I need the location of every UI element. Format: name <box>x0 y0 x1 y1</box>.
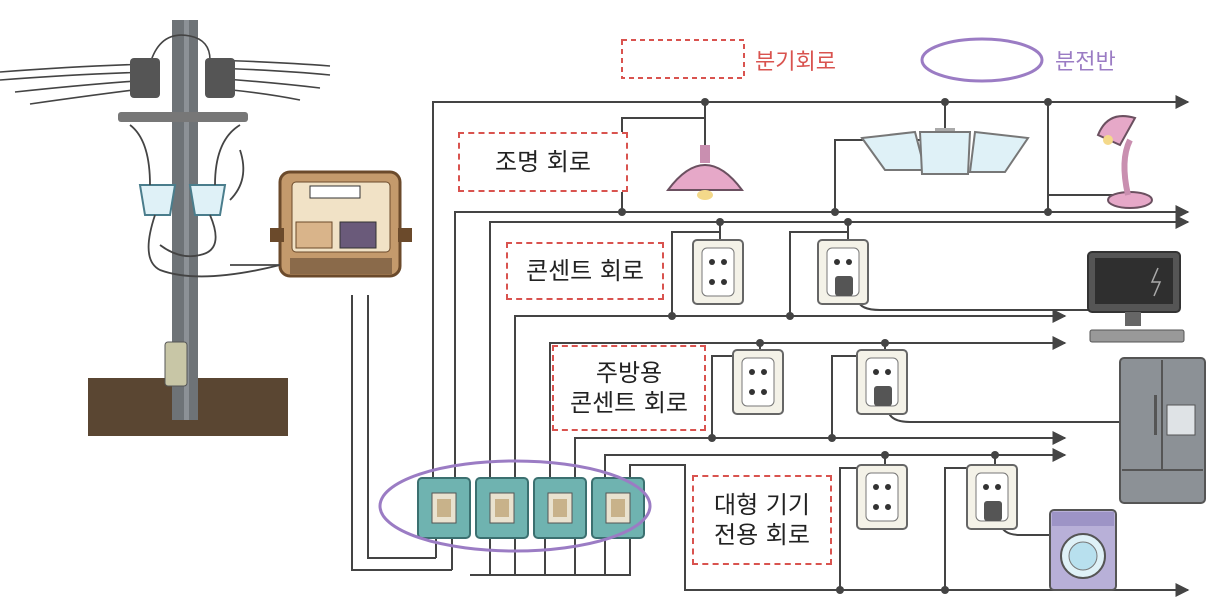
pendant-lamp <box>666 145 744 200</box>
kitchen-circuit-line2: 콘센트 회로 <box>569 389 689 417</box>
junction-dots <box>618 98 1052 594</box>
refrigerator <box>1119 357 1206 504</box>
breaker <box>475 477 529 539</box>
wall-outlet-plugged <box>856 349 908 415</box>
outlet-circuit-text: 콘센트 회로 <box>525 257 645 285</box>
computer-monitor <box>1087 251 1185 343</box>
ceiling-light <box>860 128 1030 175</box>
wall-outlet <box>692 239 744 305</box>
breaker <box>417 477 471 539</box>
legend-panel-swatch <box>920 37 1044 83</box>
breaker <box>591 477 645 539</box>
wall-outlet <box>732 349 784 415</box>
large-appliance-line2: 전용 회로 <box>714 521 810 549</box>
kitchen-circuit-label: 주방용 콘센트 회로 <box>552 345 706 431</box>
legend-branch-label: 분기회로 <box>755 50 836 75</box>
distribution-panel <box>378 459 652 553</box>
electric-meter <box>230 170 412 278</box>
desk-lamp <box>1096 115 1153 209</box>
large-appliance-circuit-label: 대형 기기 전용 회로 <box>692 475 832 565</box>
lighting-circuit-label: 조명 회로 <box>458 132 628 192</box>
wall-outlet-plugged <box>966 464 1018 530</box>
utility-pole <box>0 20 331 436</box>
breaker <box>533 477 587 539</box>
legend-panel-label: 분전반 <box>1055 50 1116 75</box>
washing-machine <box>1049 509 1117 591</box>
lighting-circuit-text: 조명 회로 <box>495 148 591 176</box>
wall-outlet <box>856 464 908 530</box>
wall-outlet-plugged <box>817 239 869 305</box>
panel-ellipse <box>378 459 652 553</box>
large-appliance-line1: 대형 기기 <box>714 491 810 519</box>
outlet-circuit-label: 콘센트 회로 <box>506 242 664 300</box>
kitchen-circuit-line1: 주방용 <box>595 359 663 387</box>
legend-branch-swatch <box>621 39 745 79</box>
